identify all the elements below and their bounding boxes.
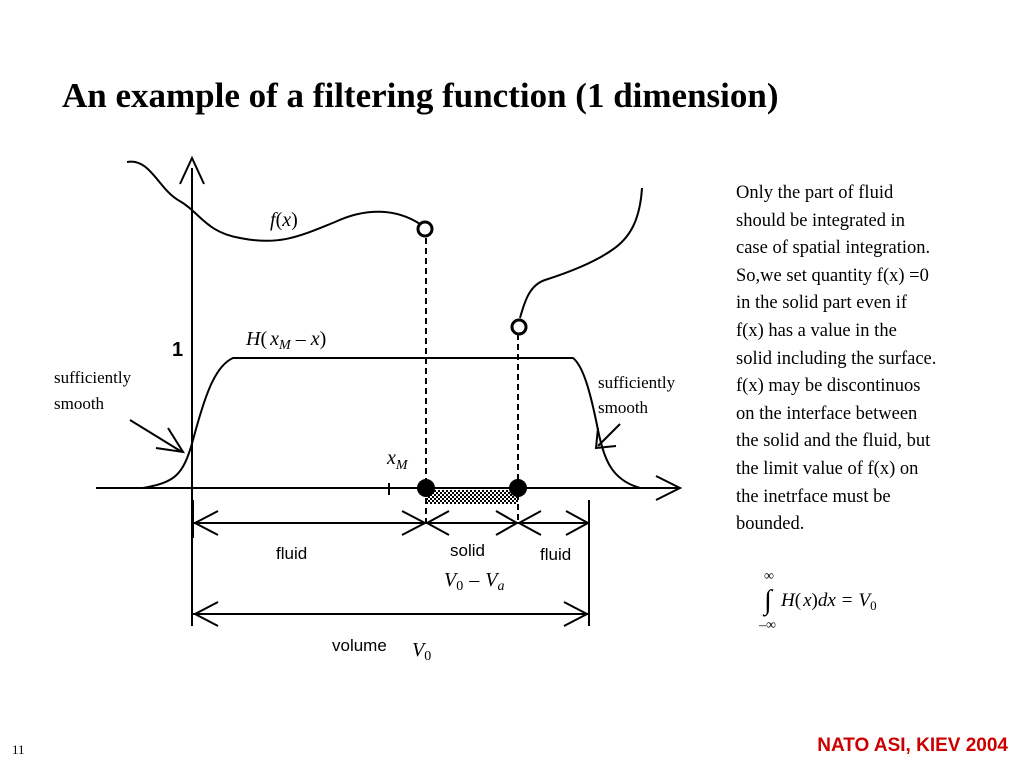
explanation-text: Only the part of fluid should be integra…: [736, 180, 1006, 539]
integral-lower-limit: –∞: [758, 618, 776, 633]
explanation-line: case of spatial integration.: [736, 238, 931, 259]
explanation-line: the solid and the fluid, but: [736, 431, 931, 452]
fluid-left-arrowhead-l: [192, 510, 219, 536]
y-axis-arrowhead: [179, 155, 205, 185]
explanation-line: should be integrated in: [736, 210, 906, 231]
solid-volume-label: V0–Va: [444, 569, 504, 594]
explanation-line: the inetrface must be: [736, 486, 891, 507]
fluid-right-arrowhead-l: [516, 510, 542, 536]
h-label: H(xM–x): [245, 328, 326, 353]
interface-point-right: [509, 479, 527, 497]
right-note: sufficiently smooth: [598, 373, 679, 417]
explanation-line: f(x) may be discontinuos: [736, 376, 921, 397]
f-curve-left: [126, 160, 421, 242]
f-limit-point-left: [416, 220, 434, 238]
integral-formula: ∞ ∫ –∞ H(x)dx=V0: [758, 569, 877, 633]
explanation-line: f(x) has a value in the: [736, 320, 897, 341]
f-limit-point-right: [510, 318, 528, 336]
volume-label: volume: [332, 636, 387, 655]
page-number: 11: [12, 742, 25, 757]
solid-label: solid: [450, 541, 485, 560]
fluid-left-label: fluid: [276, 544, 307, 563]
right-note-pointer: [597, 423, 621, 447]
left-note-pointer: [129, 419, 183, 453]
xm-label: xM: [386, 447, 409, 473]
left-note: sufficiently smooth: [54, 368, 135, 413]
footer-conference: NATO ASI, KIEV 2004: [817, 735, 1008, 756]
fluid-right-arrowhead-r: [565, 510, 591, 536]
volume-symbol: V0: [412, 639, 431, 664]
x-axis-arrowhead: [655, 475, 683, 501]
volume-arrowhead-l: [192, 601, 219, 627]
solid-arrowhead-l: [424, 510, 450, 536]
slide-title: An example of a filtering function (1 di…: [62, 76, 779, 115]
explanation-line: on the interface between: [736, 403, 918, 424]
explanation-line: in the solid part even if: [736, 293, 908, 314]
explanation-line: bounded.: [736, 514, 805, 535]
filter-curve: [142, 357, 641, 489]
integral-upper-limit: ∞: [764, 569, 774, 584]
solid-region-hatch: [426, 490, 518, 504]
integral-expression: H(x)dx=V0: [780, 590, 877, 613]
fluid-right-label: fluid: [540, 545, 571, 564]
f-label: f(x): [270, 209, 298, 231]
explanation-line: Only the part of fluid: [736, 183, 894, 203]
left-note-pointer-head: [155, 427, 185, 454]
f-curve-right: [519, 187, 643, 319]
explanation-line: So,we set quantity f(x) =0: [736, 265, 929, 286]
explanation-line: solid including the surface.: [736, 348, 937, 369]
interface-point-left: [417, 479, 435, 497]
one-label: 1: [172, 339, 183, 361]
volume-arrowhead-r: [563, 601, 590, 627]
integral-sign: ∫: [762, 585, 774, 617]
explanation-line: the limit value of f(x) on: [736, 458, 919, 479]
right-note-pointer-head: [594, 427, 617, 450]
